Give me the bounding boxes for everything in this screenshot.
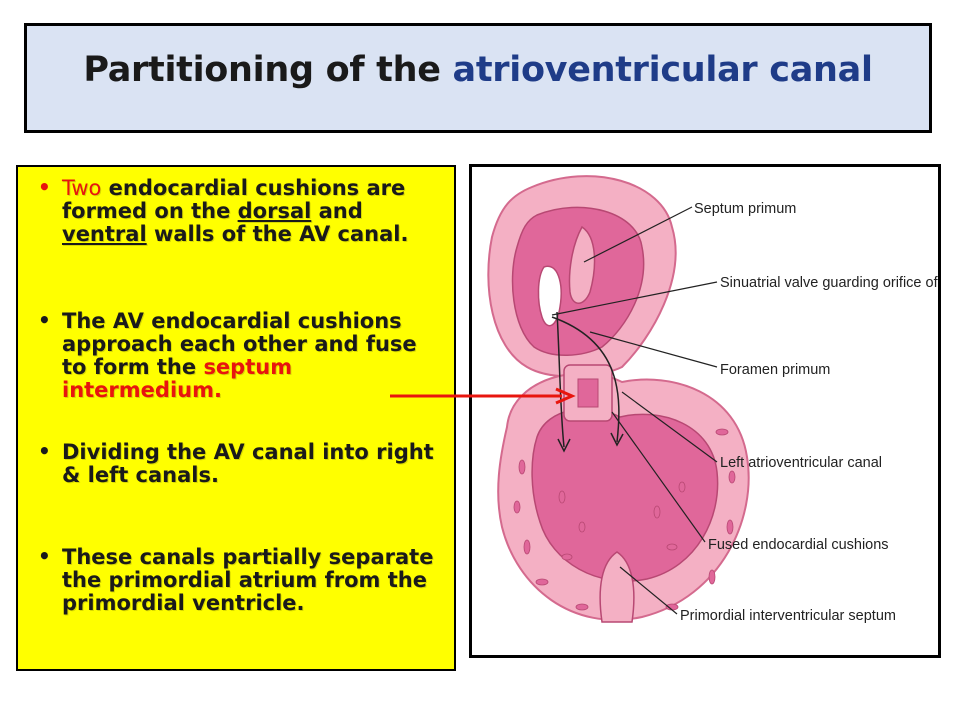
bullet-3: • Dividing the AV canal into right & lef… xyxy=(26,439,448,487)
label-left-av-canal: Left atrioventricular canal xyxy=(720,455,882,471)
flow-arrow-left xyxy=(551,316,620,443)
bullet-1-text-b: and xyxy=(311,199,363,223)
bullet-4: • These canals partially separate the pr… xyxy=(26,544,448,615)
label-foramen-primum: Foramen primum xyxy=(720,362,830,378)
bullet-4-text: These canals partially separate the prim… xyxy=(62,545,434,615)
heart-diagram-svg: Septum primum Sinuatrial valve guarding … xyxy=(487,175,938,624)
sinuatrial-orifice xyxy=(537,265,562,327)
flow-arrow-right xyxy=(556,311,565,448)
label-fused-cushions: Fused endocardial cushions xyxy=(708,537,889,553)
bullet-dot-2: • xyxy=(38,308,51,332)
bullet-dot-1: • xyxy=(38,175,51,199)
bullet-1-text-a: endocardial cushions are formed on the xyxy=(62,176,406,223)
interventricular-septum xyxy=(599,551,635,623)
bullet-1: • Two endocardial cushions are formed on… xyxy=(26,175,448,246)
flow-arrow-right-head xyxy=(557,438,571,453)
bullet-dot-4: • xyxy=(38,544,51,568)
bullet-2-red-text: septum intermedium. xyxy=(62,355,293,402)
foramen-primum xyxy=(577,378,599,408)
slide-title: Partitioning of the atrioventricular can… xyxy=(27,50,929,90)
title-part-1: Partitioning of the xyxy=(83,50,453,90)
bullet-1-red-word: Two xyxy=(62,176,102,200)
heart-diagram-figure: Septum primum Sinuatrial valve guarding … xyxy=(469,164,941,658)
bullet-1-text-c: walls of the AV canal. xyxy=(146,222,409,246)
title-box: Partitioning of the atrioventricular can… xyxy=(24,23,932,133)
label-interventricular-septum: Primordial interventricular septum xyxy=(680,608,896,624)
title-part-2: atrioventricular canal xyxy=(452,50,873,90)
label-sinuatrial-valve: Sinuatrial valve guarding orifice of xyxy=(720,275,938,291)
bullet-dot-3: • xyxy=(38,439,51,463)
bullet-1-underlined-ventral: ventral xyxy=(62,222,147,246)
leader-lines xyxy=(551,206,718,615)
flow-arrow-left-head xyxy=(610,432,624,447)
septum-primum xyxy=(568,225,596,304)
bullet-text-box: • Two endocardial cushions are formed on… xyxy=(16,165,456,671)
bullet-3-text: Dividing the AV canal into right & left … xyxy=(62,440,434,487)
bullet-1-underlined-dorsal: dorsal xyxy=(237,199,312,223)
label-septum-primum: Septum primum xyxy=(694,201,796,217)
bullet-2: • The AV endocardial cushions approach e… xyxy=(26,308,448,402)
bullet-2-text: The AV endocardial cushions approach eac… xyxy=(62,309,417,379)
